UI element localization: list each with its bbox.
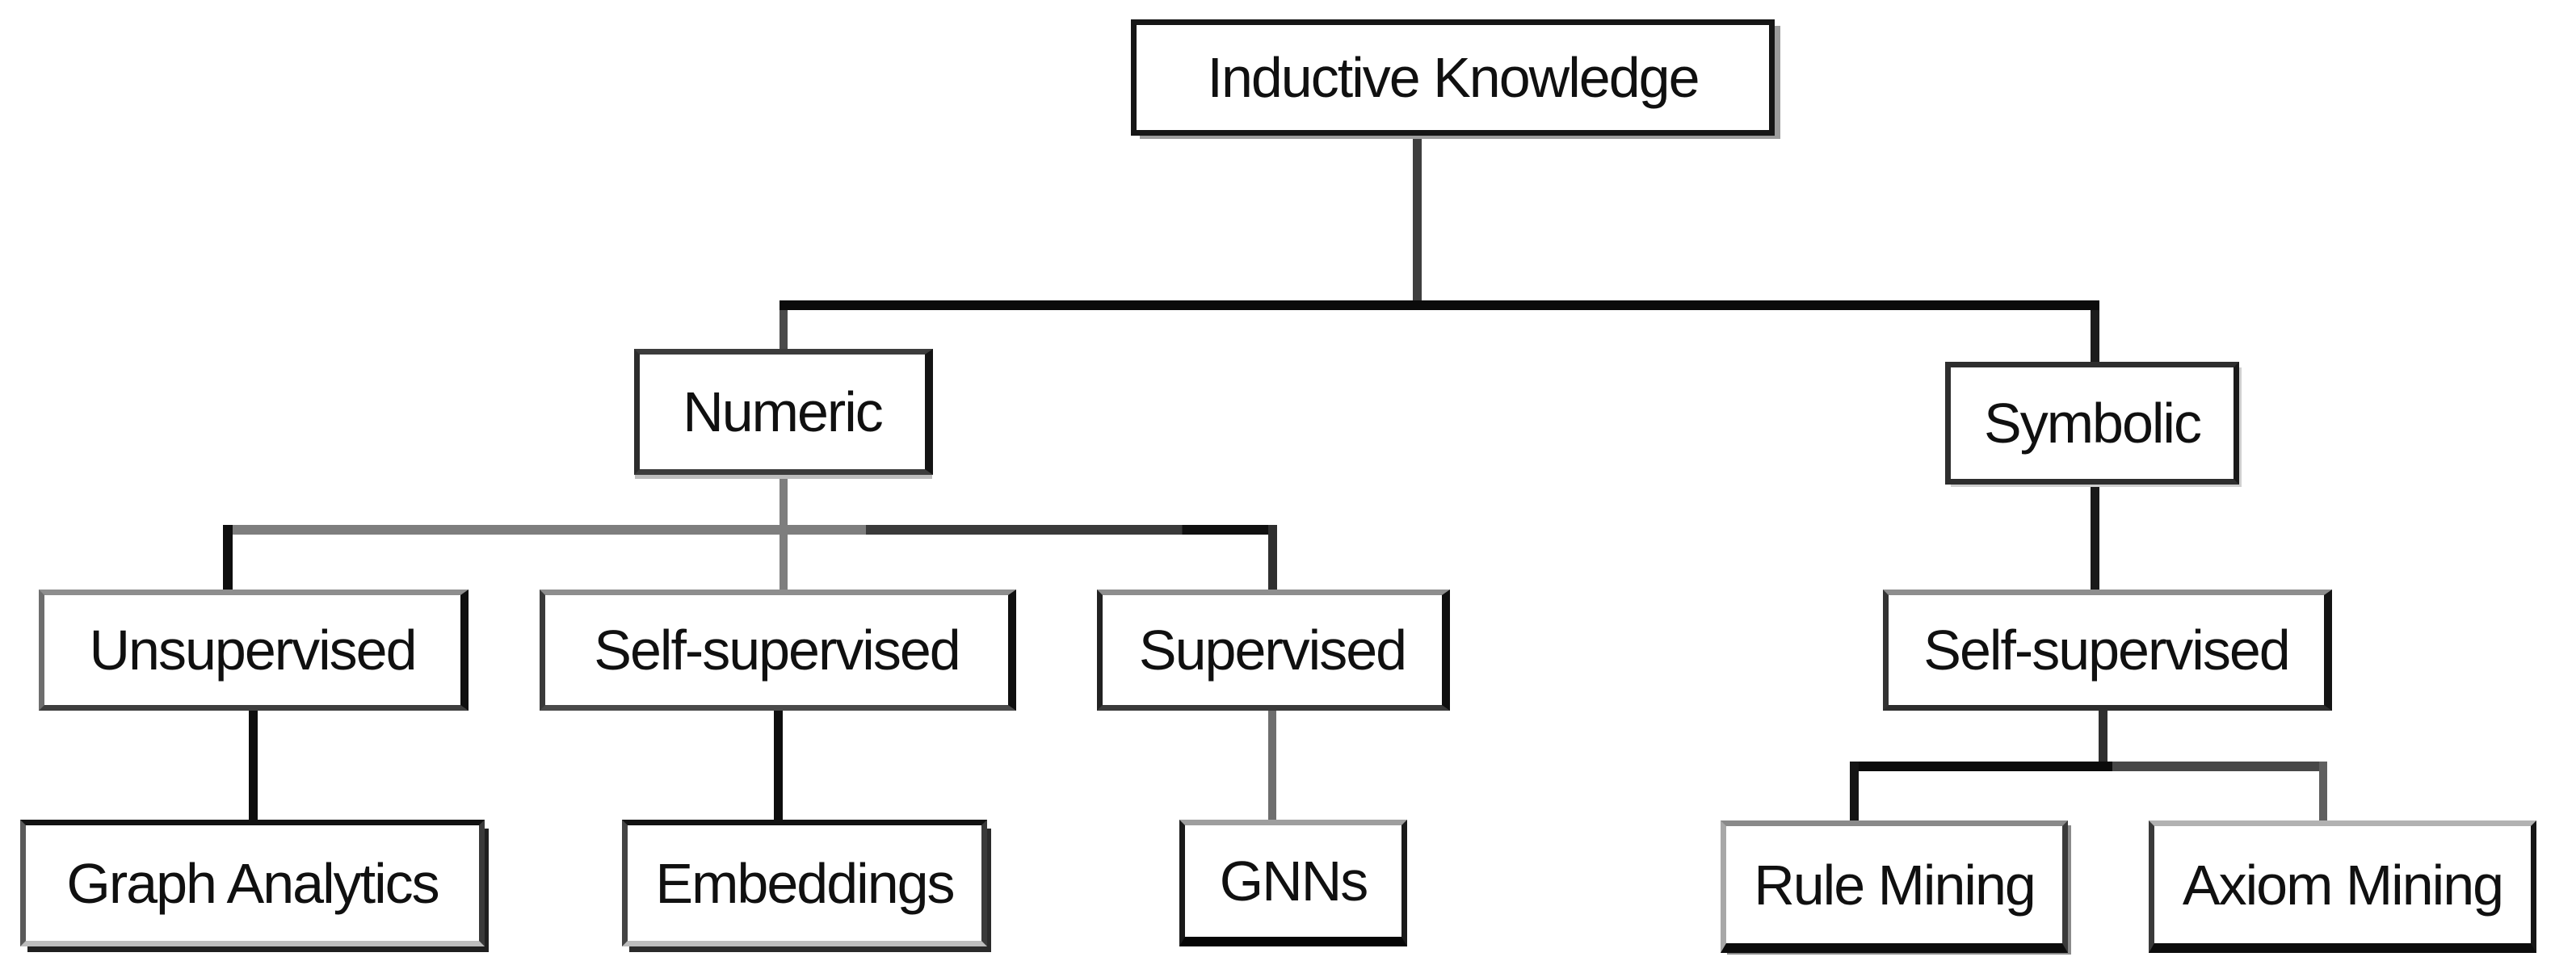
connector-unsupervised-to-graph-analytics (249, 711, 258, 820)
node-label: Graph Analytics (66, 851, 439, 915)
connector-symbolic-to-self-supervised (2091, 485, 2099, 590)
connector-inductive-trunk (1413, 136, 1422, 305)
node-self-supervised-numeric: Self-supervised (540, 590, 1016, 711)
connector-symbolic-children-horizontal (1850, 762, 2327, 771)
connector-numeric-children-horizontal (223, 525, 1277, 535)
connector-self-supervised-to-embeddings (774, 711, 783, 820)
connector-level1-horizontal (780, 300, 2099, 310)
connector-drop-axiom-mining (2319, 762, 2327, 820)
node-rule-mining: Rule Mining (1721, 820, 2068, 953)
node-graph-analytics: Graph Analytics (20, 820, 485, 946)
node-embeddings: Embeddings (622, 820, 987, 946)
node-label: Unsupervised (89, 619, 418, 682)
node-label: Numeric (683, 380, 884, 443)
node-label: Rule Mining (1754, 853, 2036, 917)
node-unsupervised: Unsupervised (39, 590, 469, 711)
connector-supervised-to-gnns (1268, 711, 1276, 820)
node-numeric: Numeric (634, 349, 933, 475)
node-self-supervised-symbolic: Self-supervised (1883, 590, 2332, 711)
connector-self-supervised-symbolic-trunk (2099, 711, 2107, 762)
connector-drop-rule-mining (1850, 762, 1859, 820)
node-label: Self-supervised (1923, 619, 2290, 682)
node-symbolic: Symbolic (1945, 362, 2239, 485)
connector-drop-unsupervised (223, 525, 233, 590)
connector-drop-numeric (780, 310, 788, 349)
node-label: GNNs (1219, 850, 1369, 913)
node-label: Symbolic (1984, 392, 2202, 455)
node-supervised: Supervised (1097, 590, 1450, 711)
connector-drop-symbolic (2091, 310, 2099, 362)
node-label: Axiom Mining (2182, 853, 2504, 917)
node-gnns: GNNs (1179, 820, 1407, 946)
node-label: Supervised (1138, 619, 1407, 682)
node-label: Inductive Knowledge (1207, 46, 1700, 109)
node-inductive-knowledge: Inductive Knowledge (1131, 19, 1775, 136)
node-label: Embeddings (655, 851, 955, 915)
node-axiom-mining: Axiom Mining (2149, 820, 2536, 953)
node-label: Self-supervised (594, 619, 960, 682)
connector-drop-supervised (1268, 525, 1277, 590)
